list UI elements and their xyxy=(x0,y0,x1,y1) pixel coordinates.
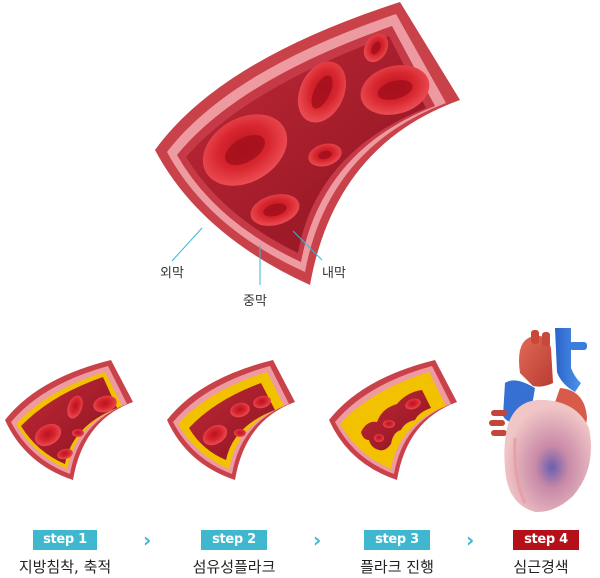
step-arrow-2: › xyxy=(313,528,322,552)
step2-artery-image xyxy=(165,360,295,480)
leader-line-inner xyxy=(292,230,323,261)
step3-artery-image xyxy=(327,360,457,480)
step-arrow-3: › xyxy=(466,528,475,552)
leader-line-outer xyxy=(171,227,203,262)
step-arrow-1: › xyxy=(143,528,152,552)
step4-title: 심근경색 xyxy=(513,558,569,576)
step4-heart-image xyxy=(485,328,595,518)
blood-cells xyxy=(202,33,430,226)
step2-badge: step 2 xyxy=(201,530,267,550)
heart-ventricle xyxy=(504,399,591,513)
step1-artery-image xyxy=(3,360,133,480)
step1-badge: step 1 xyxy=(33,530,97,550)
step2-title: 섬유성플라크 xyxy=(192,558,276,576)
step3-title: 플라크 진행 xyxy=(360,558,434,576)
main-vessel-illustration xyxy=(150,0,460,285)
label-middle-layer: 중막 xyxy=(243,294,267,309)
label-inner-layer: 내막 xyxy=(322,266,346,281)
step3-badge: step 3 xyxy=(364,530,430,550)
step4-badge: step 4 xyxy=(513,530,579,550)
label-outer-layer: 외막 xyxy=(160,266,184,281)
step1-title: 지방침착, 축적 xyxy=(18,558,112,576)
